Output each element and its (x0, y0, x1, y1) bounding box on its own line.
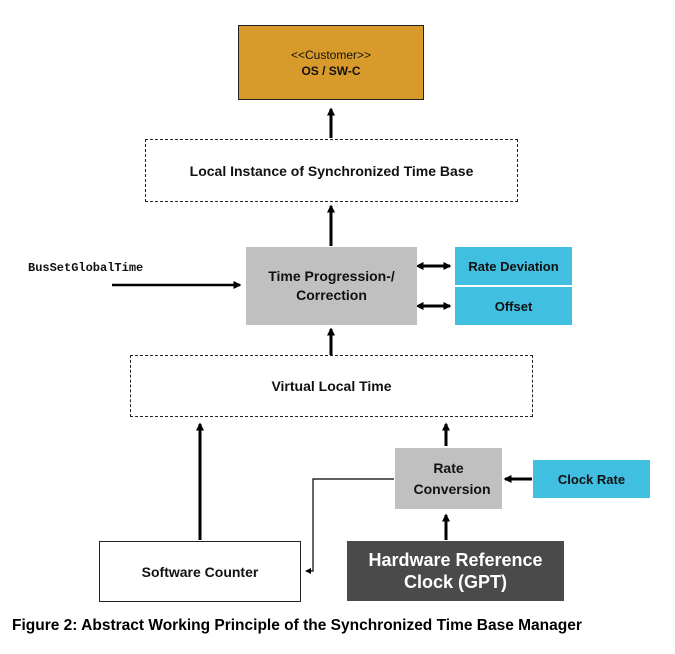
arrow-conversion-to-counter (305, 478, 394, 574)
clock-rate-label: Clock Rate (557, 471, 626, 487)
software-counter-label: Software Counter (141, 563, 259, 580)
virtual-local-time-label: Virtual Local Time (271, 378, 392, 394)
offset-label: Offset (494, 298, 533, 314)
virtual-local-time-box: Virtual Local Time (130, 355, 533, 417)
rate-deviation-label: Rate Deviation (468, 258, 559, 274)
customer-label: OS / SW-C (301, 63, 361, 78)
offset-box: Offset (455, 287, 572, 325)
hardware-clock-label: Hardware Reference Clock (GPT) (368, 549, 543, 593)
hardware-clock-box: Hardware Reference Clock (GPT) (347, 541, 564, 601)
figure-caption: Figure 2: Abstract Working Principle of … (12, 617, 582, 634)
customer-stereotype: <<Customer>> (290, 47, 372, 62)
clock-rate-box: Clock Rate (533, 460, 650, 498)
rate-conversion-box: Rate Conversion (395, 448, 502, 509)
time-progression-label: Time Progression-/ Correction (268, 268, 395, 303)
rate-deviation-box: Rate Deviation (455, 247, 572, 285)
software-counter-box: Software Counter (99, 541, 301, 602)
local-instance-box: Local Instance of Synchronized Time Base (145, 139, 518, 202)
bussetglobaltime-label: BusSetGlobalTime (28, 261, 144, 275)
time-progression-box: Time Progression-/ Correction (246, 247, 417, 325)
customer-box: <<Customer>> OS / SW-C (238, 25, 424, 100)
rate-conversion-label: Rate Conversion (413, 460, 491, 497)
local-instance-label: Local Instance of Synchronized Time Base (189, 162, 474, 179)
